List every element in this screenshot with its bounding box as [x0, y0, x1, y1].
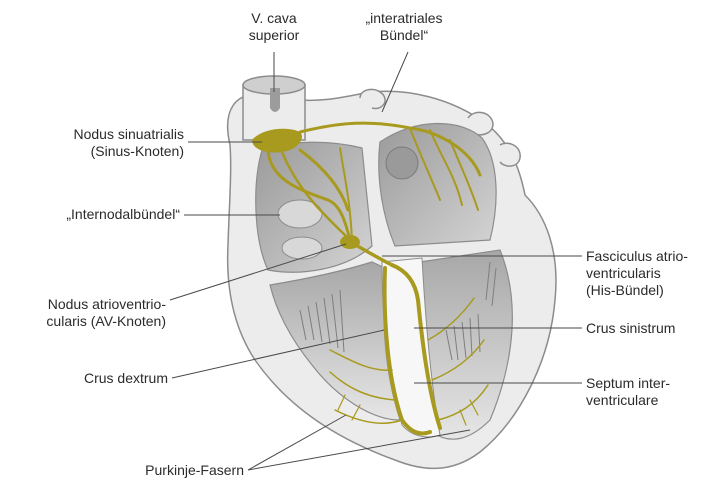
label-av-node-line1: Nodus atrioventrio- [8, 296, 166, 313]
label-his-bundle: Fasciculus atrio- ventricularis (His-Bün… [586, 248, 716, 299]
label-interatrial-bundle: „interatriales Bündel“ [350, 10, 458, 44]
left-atrium [379, 123, 496, 246]
vena-cava-lumen [270, 88, 280, 112]
leader-purkinje-1 [248, 415, 346, 470]
label-crus-dextrum-line1: Crus dextrum [30, 370, 168, 387]
label-sa-node-line1: Nodus sinuatrialis [18, 126, 184, 143]
label-septum-line2: ventriculare [586, 392, 716, 409]
label-crus-dextrum: Crus dextrum [30, 370, 168, 387]
label-his-line1: Fasciculus atrio- [586, 248, 716, 265]
pulmonary-vein-stub-2 [500, 143, 520, 166]
label-septum-line1: Septum inter- [586, 375, 716, 392]
label-av-node: Nodus atrioventrio- cularis (AV-Knoten) [8, 296, 166, 330]
label-vena-cava-line1: V. cava [238, 10, 310, 27]
ivc-opening [282, 237, 322, 259]
label-his-line3: (His-Bündel) [586, 282, 716, 299]
label-septum: Septum inter- ventriculare [586, 375, 716, 409]
label-crus-sinistrum-line1: Crus sinistrum [586, 320, 716, 337]
pulmonary-vein-opening [386, 147, 418, 179]
label-his-line2: ventricularis [586, 265, 716, 282]
label-internodal-bundle: „Internodalbündel“ [18, 206, 180, 223]
label-crus-sinistrum: Crus sinistrum [586, 320, 716, 337]
label-vena-cava: V. cava superior [238, 10, 310, 44]
label-sa-node: Nodus sinuatrialis (Sinus-Knoten) [18, 126, 184, 160]
label-purkinje-line1: Purkinje-Fasern [110, 462, 244, 479]
label-interatrial-line1: „interatriales [350, 10, 458, 27]
label-interatrial-line2: Bündel“ [350, 27, 458, 44]
label-av-node-line2: cularis (AV-Knoten) [8, 313, 166, 330]
label-vena-cava-line2: superior [238, 27, 310, 44]
label-purkinje: Purkinje-Fasern [110, 462, 244, 479]
label-sa-node-line2: (Sinus-Knoten) [18, 143, 184, 160]
label-internodal-line1: „Internodalbündel“ [18, 206, 180, 223]
